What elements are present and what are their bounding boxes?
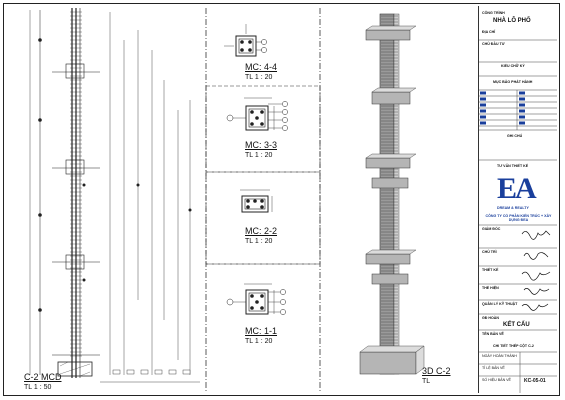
address-label: ĐỊA CHỈ xyxy=(482,30,496,34)
elevation-scale: TL 1 : 50 xyxy=(24,384,52,391)
section-4-4-scale: TL 1 : 20 xyxy=(245,74,273,81)
qr-label: MỤC BẢO PHÁT HÀNH xyxy=(493,80,533,84)
view3d-title: 3D C-2 xyxy=(422,366,451,376)
chief-label: CHỦ TRÌ xyxy=(482,250,497,254)
section-2-2-drawing xyxy=(240,189,273,213)
note-label: GHI CHÚ xyxy=(507,134,523,138)
section-1-1-title: MC: 1-1 xyxy=(245,326,278,336)
drawing-name: CHI TIẾT THÉP CỘT C-2 xyxy=(493,344,534,348)
category: KẾT CẤU xyxy=(503,322,530,328)
signatures xyxy=(521,230,551,311)
column-elevation xyxy=(29,8,200,383)
level-markers xyxy=(38,38,192,312)
section-boxes xyxy=(205,85,321,265)
owner-label: CHỦ ĐẦU TƯ xyxy=(482,42,505,46)
project-label: CÔNG TRÌNH xyxy=(482,11,505,15)
section-1-1-drawing xyxy=(226,283,286,315)
company-logo-sub: DREAM & REALTY xyxy=(497,206,529,210)
section-4-4-drawing xyxy=(224,24,267,57)
elevation-title: C-2 MCD xyxy=(24,372,62,382)
section-1-1-scale: TL 1 : 20 xyxy=(245,338,273,345)
company-name: CÔNG TY CỔ PHẦN KIẾN TRÚC + XÂY DỰNG ĐEA xyxy=(485,214,552,222)
title-block: CÔNG TRÌNH NHÀ LÔ PHỐ ĐỊA CHỈ CHỦ ĐẦU TƯ… xyxy=(478,6,558,393)
column-3d-view xyxy=(359,13,425,375)
section-3-3-title: MC: 3-3 xyxy=(245,140,278,150)
drawing-label: TÊN BẢN VẼ xyxy=(482,332,504,336)
sheet-number: KC-05-01 xyxy=(524,378,546,384)
title-block-grid xyxy=(478,39,557,393)
company-logo-text: EA xyxy=(497,172,537,205)
scale-label: TỈ LỆ BẢN VẼ xyxy=(482,366,505,370)
section-3-3-scale: TL 1 : 20 xyxy=(245,152,273,159)
phase-label: GĐ HOÀN xyxy=(482,316,499,320)
section-3-3-drawing xyxy=(226,97,288,131)
company-label: TƯ VẤN THIẾT KẾ xyxy=(497,164,529,168)
section-2-2-title: MC: 2-2 xyxy=(245,226,278,236)
sheet-label: SỐ HIỆU BẢN VẼ xyxy=(482,378,511,382)
legend-swatches xyxy=(480,91,525,125)
project-name: NHÀ LÔ PHỐ xyxy=(493,18,531,24)
sheet-frame xyxy=(3,3,560,396)
date-label: NGÀY HOÀN THÀNH xyxy=(482,354,517,358)
section-2-2-scale: TL 1 : 20 xyxy=(245,238,273,245)
view3d-scale: TL xyxy=(422,378,431,385)
draw-label: THỂ HIỆN xyxy=(482,286,499,290)
sign-label: KIỂU CHỮ KÝ xyxy=(501,64,525,68)
director-label: GIÁM ĐỐC xyxy=(482,227,501,231)
design-label: THIẾT KẾ xyxy=(482,268,499,272)
section-4-4-title: MC: 4-4 xyxy=(245,62,278,72)
check-label: QUẢN LÝ KỸ THUẬT xyxy=(482,302,518,306)
